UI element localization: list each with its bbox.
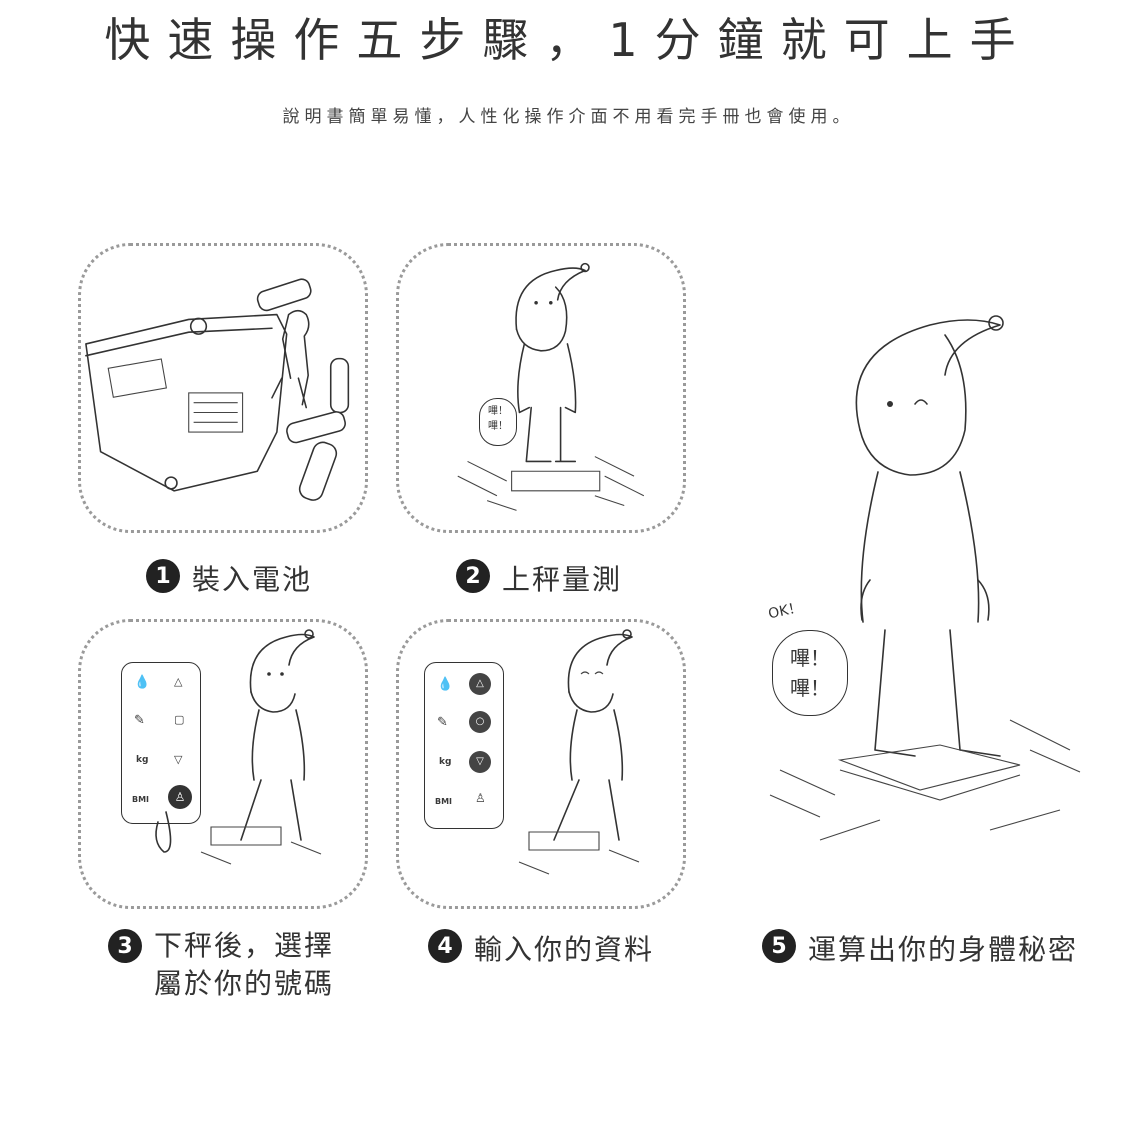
speech-bubble-beep-large: 嗶！ 嗶！ (772, 630, 848, 716)
beep-text-small: 嗶！嗶！ (488, 406, 508, 432)
step-number-badge: 5 (762, 929, 796, 963)
illustration-panel-step-on-scale: 嗶！嗶！ (396, 243, 686, 533)
speech-bubble-beep-small: 嗶！嗶！ (479, 398, 517, 446)
page-title: 快速操作五步驟，1分鐘就可上手 (104, 13, 1033, 67)
step-number-badge: 2 (456, 559, 490, 593)
step-1-text: 裝入電池 (192, 563, 313, 596)
water-drop-icon-2: 💧 (437, 677, 454, 692)
step-3-label: 3 下秤後，選擇 屬於你的號碼 (108, 928, 334, 1004)
up-arrow-icon: △ (174, 675, 183, 688)
step-5-label: 5 運算出你的身體秘密 (762, 928, 1078, 968)
step-number-badge: 3 (108, 929, 142, 963)
ok-button-icon: ▢ (174, 713, 185, 726)
water-drop-icon: 💧 (134, 675, 151, 690)
page-subtitle: 說明書簡單易懂，人性化操作介面不用看完手冊也會使用。 (282, 107, 855, 127)
compute-results-illustration (769, 315, 1081, 841)
kg-key-label-2: kg (439, 757, 452, 767)
bmi-key-label-2: BMI (435, 797, 453, 806)
step-4-text: 輸入你的資料 (474, 933, 655, 966)
bone-icon-2: ✎ (437, 715, 448, 730)
ok-button-icon-2: ○ (469, 711, 491, 733)
step-5-text: 運算出你的身體秘密 (808, 933, 1079, 966)
illustration-panel-install-battery (78, 243, 368, 533)
illustration-panel-select-user: 💧 △ ✎ ▢ kg ▽ BMI ♙ (78, 619, 368, 909)
control-panel-drawing-2: 💧 △ ✎ ○ kg ▽ BMI ♙ (424, 662, 504, 829)
step-on-scale-illustration (457, 262, 645, 511)
control-panel-drawing: 💧 △ ✎ ▢ kg ▽ BMI ♙ (121, 662, 201, 824)
beep-text-large-1: 嗶！ (790, 646, 830, 670)
down-arrow-icon: ▽ (174, 753, 183, 766)
enter-data-illustration (518, 629, 640, 875)
kg-key-label: kg (136, 755, 149, 765)
step-2-label: 2 上秤量測 (456, 558, 622, 598)
step-3-text-line1: 下秤後，選擇 (154, 929, 335, 962)
down-button-icon: ▽ (469, 751, 491, 773)
step-1-label: 1 裝入電池 (146, 558, 312, 598)
step-4-label: 4 輸入你的資料 (428, 928, 654, 968)
step-3-text-line2: 屬於你的號碼 (154, 967, 335, 1000)
user-select-icon: ♙ (168, 785, 192, 809)
illustration-compute-results: OK！ 嗶！ 嗶！ (760, 300, 1100, 860)
beep-text-large-2: 嗶！ (790, 676, 830, 700)
step-number-badge: 1 (146, 559, 180, 593)
select-user-illustration (155, 629, 322, 865)
step-2-text: 上秤量測 (502, 563, 623, 596)
bone-icon: ✎ (134, 713, 145, 728)
illustration-panel-enter-data: 💧 △ ✎ ○ kg ▽ BMI ♙ (396, 619, 686, 909)
user-icon: ♙ (475, 791, 486, 805)
bmi-key-label: BMI (132, 795, 150, 804)
up-button-icon: △ (469, 673, 491, 695)
battery-install-illustration (85, 278, 350, 501)
step-number-badge: 4 (428, 929, 462, 963)
